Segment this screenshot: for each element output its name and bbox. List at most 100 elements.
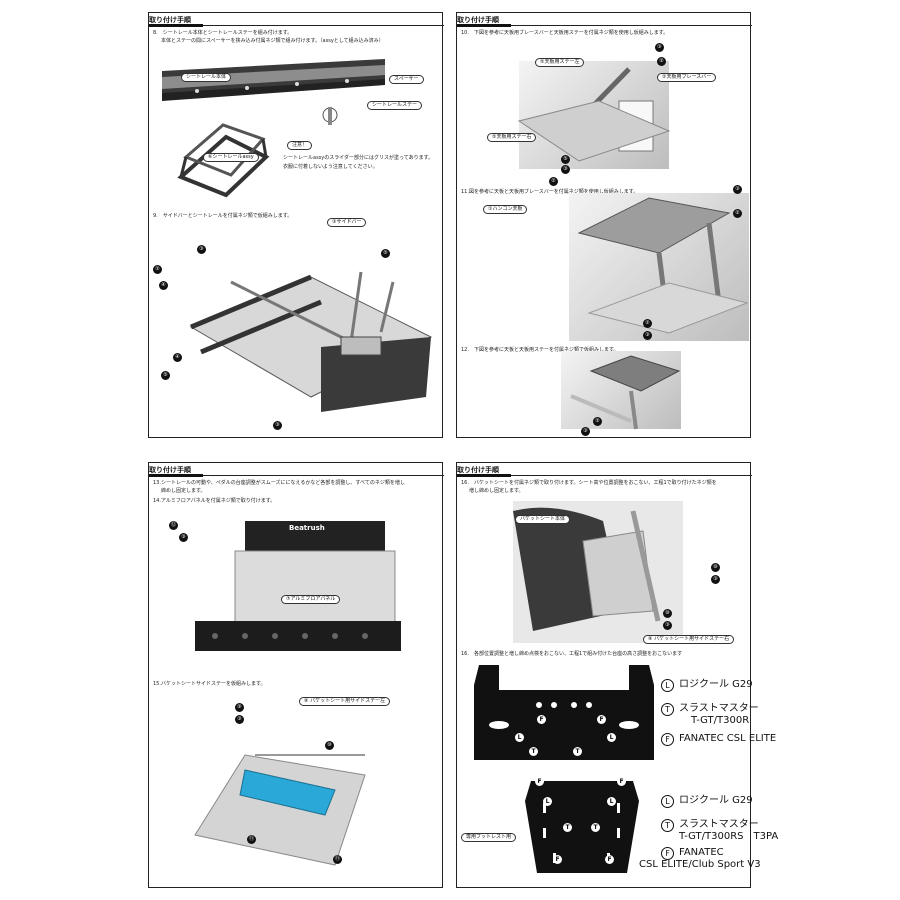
caution-title: 注意！ bbox=[287, 141, 313, 150]
callout-seat-rail-body: シートレール本体 bbox=[181, 73, 232, 82]
callout-spacer: スペーサー bbox=[389, 75, 424, 84]
callout-top-stay-right: ⑤天板用ステー右 bbox=[487, 133, 537, 142]
part-number-3b: ③ bbox=[273, 421, 282, 430]
part-number-4b: ④ bbox=[173, 353, 182, 362]
callout-seat-rail-assy: ⑥シートレールassy bbox=[203, 153, 259, 162]
part-number-5b: ⑤ bbox=[161, 371, 170, 380]
part-number-10: ⑩ bbox=[711, 563, 720, 572]
badge-l: L bbox=[661, 795, 674, 808]
plate-mark-f-6: F bbox=[605, 855, 614, 864]
legend-text-2: T-GT/T300R bbox=[691, 715, 750, 726]
callout-seat-rail-stay: シートレールステー bbox=[367, 101, 423, 110]
part-number-3b: ③ bbox=[663, 621, 672, 630]
part-number-2b: ② bbox=[549, 177, 558, 186]
badge-f: F bbox=[661, 733, 674, 746]
step-9-text: 9. サイドバーとシートレールを付属ネジ類で仮組みします。 bbox=[153, 213, 293, 219]
legend-text-2: CSL ELITE/Club Sport V3 bbox=[639, 859, 761, 870]
bucket-seat-photo bbox=[513, 501, 683, 643]
footrest-plate-drawing bbox=[525, 781, 639, 873]
step-15-text: 15.バケットシートサイドステーを仮組みします。 bbox=[153, 681, 266, 687]
part-number-11: ⑪ bbox=[247, 835, 256, 844]
part-number-9: ⑨ bbox=[235, 703, 244, 712]
legend-text: スラストマスター bbox=[679, 703, 759, 714]
part-number-3: ③ bbox=[711, 575, 720, 584]
legend-text: ロジクール G29 bbox=[679, 795, 753, 806]
part-number-3b: ③ bbox=[561, 165, 570, 174]
plate-mark-f-3: F bbox=[535, 777, 544, 786]
floor-panel-drawing bbox=[195, 521, 401, 651]
caution-line-1: シートレールassyのスライダー部分にはグリスが塗ってあります。 bbox=[283, 155, 434, 161]
plate-mark-t-4: T bbox=[591, 823, 600, 832]
panel-step-8-9: 取り付け手順 8. シートレール本体とシートレールステーを組み付けます。 本体と… bbox=[148, 12, 444, 438]
legend-bottom-logitech: L ロジクール G29 bbox=[661, 795, 753, 808]
callout-top-brace-bar: ②天板用ブレースバー bbox=[657, 73, 717, 82]
plate-mark-t-3: T bbox=[563, 823, 572, 832]
bucket-side-stay-photo bbox=[194, 715, 366, 875]
callout-handle-top-plate: ①ハンコン天板 bbox=[483, 205, 528, 214]
plate-mark-f-2: F bbox=[597, 715, 606, 724]
panel-header: 取り付け手順 bbox=[149, 16, 191, 24]
callout-bucket-seat-body: バケットシート本体 bbox=[515, 515, 571, 524]
plate-mark-f-1: F bbox=[537, 715, 546, 724]
panel-header: 取り付け手順 bbox=[149, 466, 191, 474]
seat-rail-assy-drawing bbox=[177, 123, 270, 198]
panel-header: 取り付け手順 bbox=[457, 466, 499, 474]
part-number-2: ② bbox=[153, 265, 162, 274]
bucket-seat-drawing bbox=[513, 507, 661, 631]
header-rule bbox=[457, 474, 752, 477]
callout-bucket-side-stay-2: ⑧ バケットシート用サイドステー右 bbox=[643, 635, 735, 644]
part-number-3c: ③ bbox=[733, 185, 742, 194]
part-number-11b: ⑪ bbox=[333, 855, 342, 864]
part-number-5: ⑤ bbox=[381, 249, 390, 258]
panel-header: 取り付け手順 bbox=[457, 16, 499, 24]
assembly-photo-step-10 bbox=[517, 61, 671, 169]
callout-aluminum-floor-panel: ⑦アルミフロアパネル bbox=[281, 595, 341, 604]
badge-t: T bbox=[661, 819, 674, 832]
plate-mark-f-4: F bbox=[617, 777, 626, 786]
legend-text-2: T-GT/T300RS T3PA bbox=[679, 831, 779, 842]
step-16a-text: 16. バケットシートを付属ネジ類で取り付けます。シート高や位置調整をおこない、… bbox=[461, 480, 717, 486]
step-16a-text-2: 増し締めし固定します。 bbox=[469, 488, 524, 494]
step-14-text: 14.アルミフロアパネルを付属ネジ類で取り付けます。 bbox=[153, 498, 276, 504]
part-number-3: ③ bbox=[655, 43, 664, 52]
plate-mark-t-1: T bbox=[529, 747, 538, 756]
seat-rail-drawing bbox=[162, 59, 385, 101]
legend-bottom-fanatec: F FANATEC CSL ELITE/Club Sport V3 bbox=[639, 847, 761, 871]
part-number-3: ③ bbox=[179, 533, 188, 542]
legend-bottom-thrustmaster: T スラストマスター T-GT/T300RS T3PA bbox=[661, 819, 778, 843]
caution-line-2: 衣服に付着しないよう注意してください。 bbox=[283, 164, 378, 170]
part-number-5: ⑤ bbox=[561, 155, 570, 164]
callout-footrest: 専用フットレスト用 bbox=[461, 833, 517, 842]
side-stay-drawing bbox=[194, 754, 366, 866]
brand-mark: Beatrush bbox=[289, 524, 325, 532]
panel-step-13-15: 取り付け手順 13.シートレールの可動や、ペダルの台座調整がスムーズにになえるか… bbox=[148, 462, 444, 888]
top-stay-drawing bbox=[570, 355, 681, 430]
legend-text: ロジクール G29 bbox=[679, 679, 753, 690]
legend-text: FANATEC CSL ELITE bbox=[679, 733, 777, 744]
legend-text: スラストマスター bbox=[679, 819, 759, 830]
part-number-4: ④ bbox=[159, 281, 168, 290]
panel-step-10-12: 取り付け手順 10. 下図を参考に天板用ブレースバーと天板用ステーを付属ネジ類を… bbox=[456, 12, 752, 438]
step-12-text: 12. 下図を参考に天板と天板用ステーを付属ネジ類で仮組みします。 bbox=[461, 347, 619, 353]
callout-bucket-side-stay: ⑧ バケットシート用サイドステー左 bbox=[299, 697, 391, 706]
part-number-10: ⑩ bbox=[325, 741, 334, 750]
part-number-2c: ② bbox=[733, 209, 742, 218]
part-number-12: ⑫ bbox=[169, 521, 178, 530]
step-16b-text: 16. 各部位置調整と増し締め点検をおこない、工程1で組み付けた台座の高さ調整を… bbox=[461, 651, 683, 657]
handle-plate-drawing bbox=[577, 197, 749, 334]
plate-mark-l-2: L bbox=[607, 733, 616, 742]
plate-mark-l-1: L bbox=[515, 733, 524, 742]
part-number-3b: ③ bbox=[235, 715, 244, 724]
part-number-3: ③ bbox=[197, 245, 206, 254]
legend-text: FANATEC bbox=[679, 847, 724, 858]
seat-rail-photo bbox=[157, 53, 387, 115]
part-number-3d: ③ bbox=[643, 331, 652, 340]
assembly-photo-step-11 bbox=[569, 193, 749, 341]
part-number-2: ② bbox=[657, 57, 666, 66]
legend-top-fanatec: F FANATEC CSL ELITE bbox=[661, 733, 776, 746]
plate-mark-t-2: T bbox=[573, 747, 582, 756]
part-number-2d: ② bbox=[643, 319, 652, 328]
step-13-text-2: 締めし固定します。 bbox=[161, 488, 206, 494]
bolt-icon bbox=[322, 107, 338, 125]
step-8-text: 8. シートレール本体とシートレールステーを組み付けます。 bbox=[153, 30, 293, 36]
